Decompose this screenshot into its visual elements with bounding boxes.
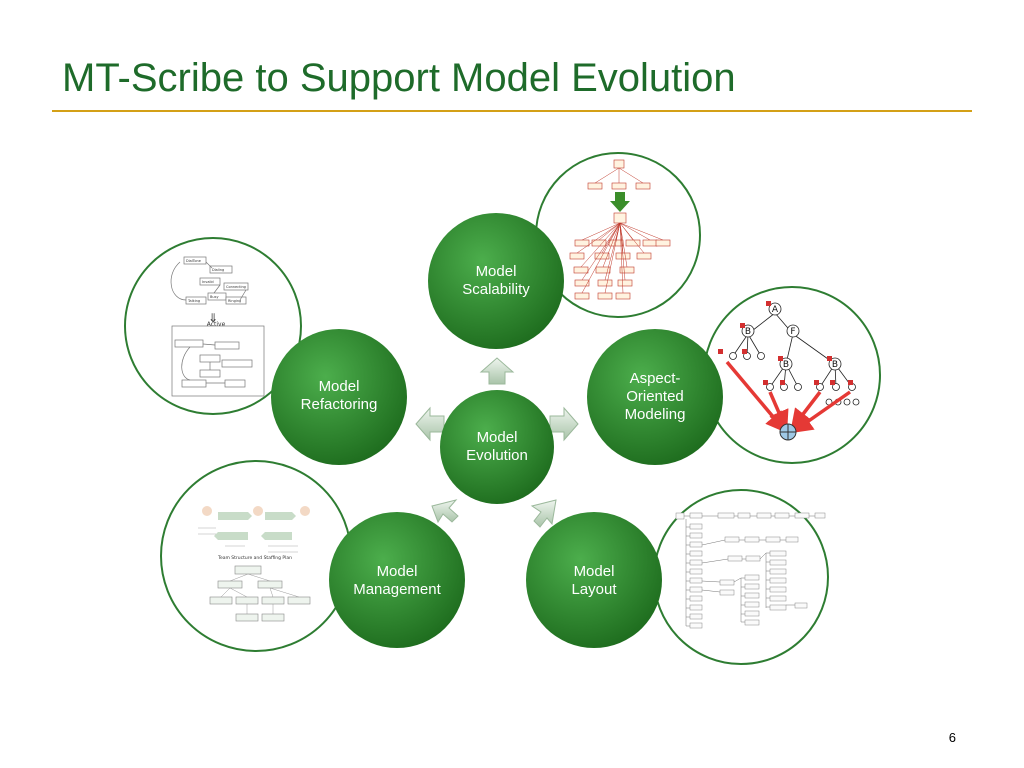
tree-label: B bbox=[783, 360, 789, 370]
node-layout bbox=[526, 512, 662, 648]
refactoring-state: Dialing bbox=[212, 268, 224, 272]
node-management bbox=[329, 512, 465, 648]
arrow-to-aspect bbox=[549, 406, 579, 442]
refactoring-state: DialTone bbox=[186, 259, 201, 263]
refactoring-state: Ringing bbox=[228, 299, 241, 303]
arrow-to-layout bbox=[530, 499, 557, 528]
arrow-to-refactoring bbox=[415, 406, 445, 442]
connector-arrows bbox=[415, 357, 579, 528]
nodes bbox=[271, 213, 723, 648]
refactoring-arrow: ⇓ bbox=[208, 311, 218, 325]
page-number: 6 bbox=[948, 730, 956, 745]
refactoring-thumbnail: Active ⇓ DialTone Dialing Invalid Connec… bbox=[124, 237, 302, 415]
node-aspect bbox=[587, 329, 723, 465]
tree-label: A bbox=[772, 305, 779, 315]
scalability-thumbnail bbox=[535, 152, 701, 318]
node-refactoring bbox=[271, 329, 407, 465]
slide-title: MT-Scribe to Support Model Evolution bbox=[62, 56, 736, 100]
management-caption: Team Structure and Staffing Plan bbox=[217, 555, 292, 561]
refactoring-state: Busy bbox=[210, 295, 219, 299]
tree-label: B bbox=[745, 327, 751, 337]
arrow-to-scalability bbox=[479, 357, 515, 385]
node-center-evolution bbox=[440, 390, 554, 504]
node-scalability bbox=[428, 213, 564, 349]
aspect-thumbnail: A B F B B bbox=[703, 286, 881, 464]
refactoring-state: Talking bbox=[187, 299, 200, 303]
refactoring-container-title: Active bbox=[207, 321, 226, 328]
refactoring-state: Invalid bbox=[202, 280, 214, 284]
tree-label: B bbox=[832, 360, 838, 370]
management-thumbnail: Team Structure and Staffing Plan bbox=[160, 460, 352, 652]
layout-thumbnail bbox=[653, 489, 829, 665]
refactoring-state: Connecting bbox=[226, 285, 246, 289]
tree-label: F bbox=[790, 327, 795, 337]
title-divider bbox=[52, 110, 972, 112]
arrow-to-management bbox=[431, 499, 459, 524]
